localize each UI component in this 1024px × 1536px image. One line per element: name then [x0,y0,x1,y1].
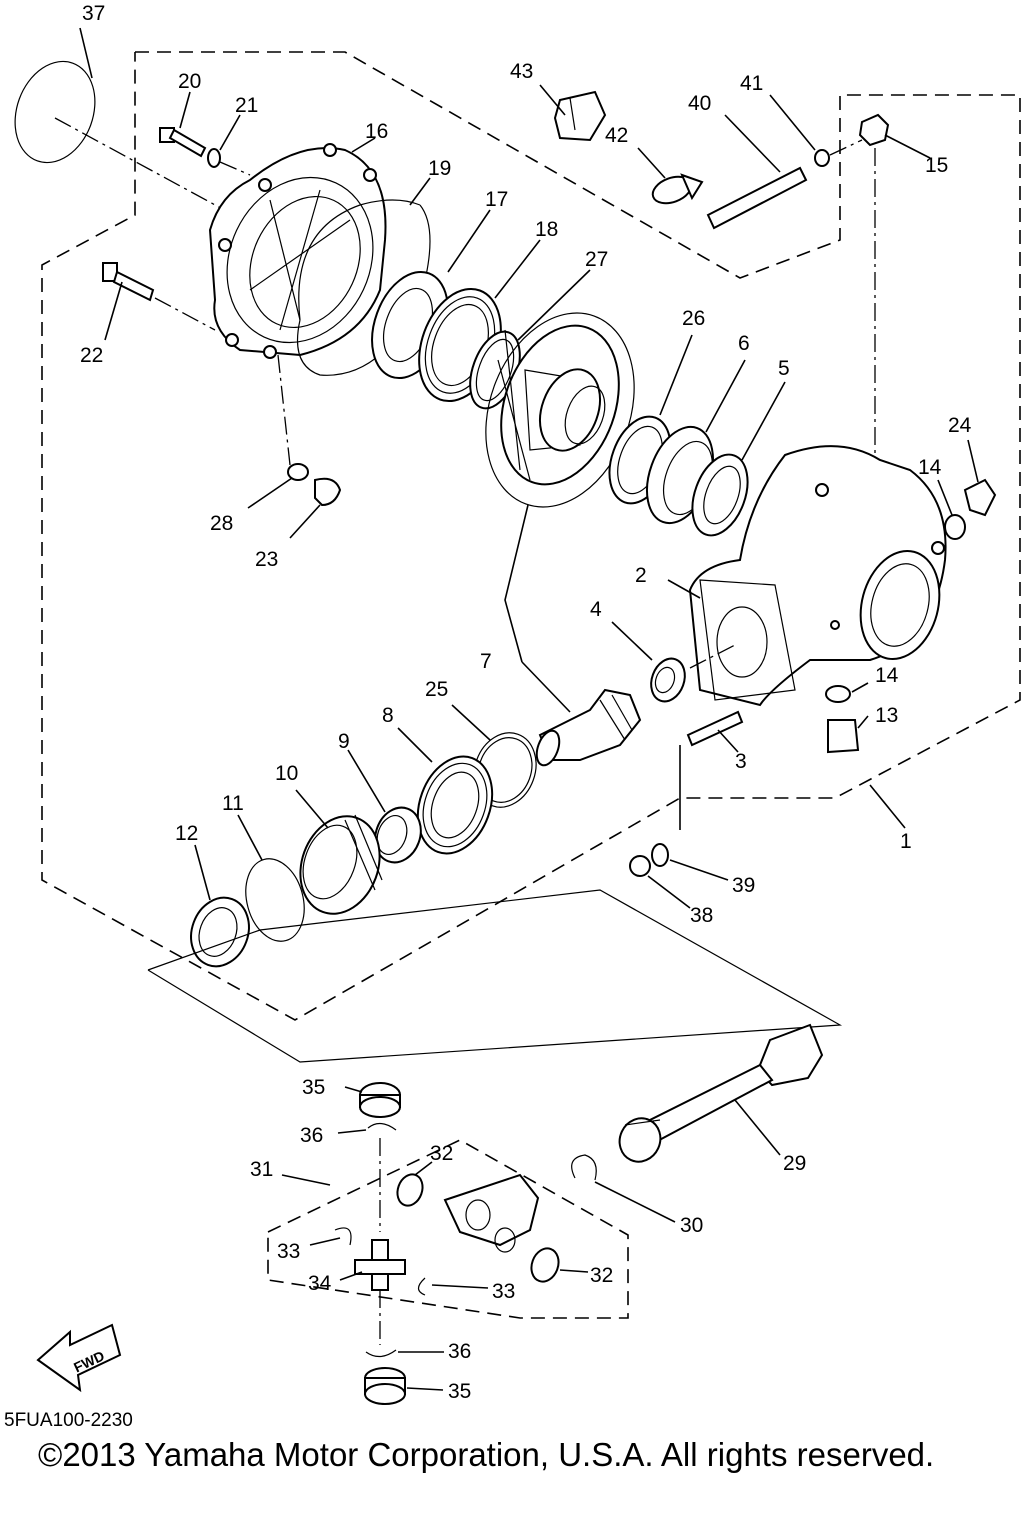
part-32-bearing-b [530,1247,589,1283]
part-20-bolt [159,91,207,158]
assembly-outline-1 [41,51,1021,1021]
callout-31: 31 [250,1158,273,1181]
part-28-washer [247,354,309,509]
part-2-final-drive-housing [667,445,947,707]
part-14-gasket-lower [825,682,869,703]
callout-14-lower: 14 [875,664,899,687]
callout-9: 9 [338,730,350,753]
callout-22: 22 [80,344,103,367]
callout-28: 28 [210,512,233,535]
part-35-bearing-lower [364,1367,444,1405]
callout-3: 3 [735,750,747,773]
part-40-breather-hose [706,114,808,230]
callout-labels: 37 20 21 16 19 17 18 27 43 42 40 41 15 2… [80,2,972,1403]
callout-1: 1 [900,830,912,853]
part-13-plug [827,715,869,754]
part-31-leader [281,1174,331,1186]
callout-40: 40 [688,92,711,115]
callout-42: 42 [605,124,628,147]
callout-11: 11 [222,792,244,815]
callout-30: 30 [680,1214,703,1237]
callout-15: 15 [925,154,948,177]
callout-25: 25 [425,678,448,701]
callout-14-upper: 14 [918,456,942,479]
assembly-outline-31 [267,1139,629,1319]
callout-21: 21 [235,94,258,117]
part-42-hose-clamp [637,147,704,205]
part-29-drive-shaft [618,1023,824,1163]
part-4-bearing [611,621,686,703]
part-33-circlip-right [417,1277,489,1296]
part-9-collar [347,749,422,864]
callout-32-upper: 32 [430,1142,453,1165]
part-14-gasket-upper [937,479,966,540]
callout-26: 26 [682,307,705,330]
part-22-bolt [102,262,216,341]
copyright-notice: ©2013 Yamaha Motor Corporation, U.S.A. A… [38,1436,935,1473]
part-33-circlip-left [309,1227,352,1246]
callout-37: 37 [82,2,105,25]
diagram-code: 5FUA100-2230 [4,1410,133,1431]
callout-10: 10 [275,762,298,785]
part-24-plug [963,439,997,517]
callout-5: 5 [778,357,790,380]
callout-36-upper: 36 [300,1124,323,1147]
part-15-breather-fitting [858,113,931,470]
callout-17: 17 [485,188,508,211]
callout-20: 20 [178,70,201,93]
callout-39: 39 [732,874,755,897]
callout-13: 13 [875,704,898,727]
part-36-circlip-lower [365,1290,444,1358]
callout-16: 16 [365,120,388,143]
part-43-clip [539,84,607,142]
part-32-bearing-a [396,1161,433,1207]
callout-8: 8 [382,704,394,727]
part-8-bearing [397,727,494,855]
drive-shaft-connector-lines [147,889,843,1063]
callout-43: 43 [510,60,533,83]
part-7-ring-gear [485,312,635,508]
part-39-washer [651,843,729,881]
part-38-nut [629,855,691,909]
part-16-gear-case-cover [208,137,387,359]
fwd-arrow-icon: FWD [36,1323,122,1393]
callout-2: 2 [635,564,647,587]
part-36-circlip-upper [337,1122,397,1232]
callout-6: 6 [738,332,750,355]
part-11-o-ring [237,814,305,942]
callout-33-right: 33 [492,1280,515,1303]
callout-4: 4 [590,598,602,621]
callout-27: 27 [585,248,608,271]
callout-32-lower: 32 [590,1264,613,1287]
part-3-stud-bolt [679,710,744,830]
callout-41: 41 [740,72,763,95]
part-5-oil-seal [691,381,786,537]
part-21-washer [207,114,251,176]
callout-33-left: 33 [277,1240,300,1263]
part-1-leader [869,784,906,829]
part-23-bolt [289,477,342,539]
part-7-drive-pinion [504,504,642,767]
callout-12: 12 [175,822,198,845]
part-10-ring-nut [295,789,383,915]
callout-29: 29 [783,1152,806,1175]
part-37-o-ring [14,27,229,213]
callout-34: 34 [308,1272,332,1295]
callout-35-lower: 35 [448,1380,471,1403]
part-35-bearing-upper [344,1082,401,1118]
callout-18: 18 [535,218,558,241]
callout-19: 19 [428,157,451,180]
part-30-circlip [571,1154,676,1223]
callout-38: 38 [690,904,713,927]
part-12-oil-seal [190,844,250,968]
part-41-clip [769,94,863,167]
part-yoke [443,1173,540,1253]
callout-36-lower: 36 [448,1340,471,1363]
part-34-spider [339,1239,406,1291]
callout-7: 7 [480,650,492,673]
callout-23: 23 [255,548,278,571]
callout-35-upper: 35 [302,1076,325,1099]
callout-24: 24 [948,414,972,437]
